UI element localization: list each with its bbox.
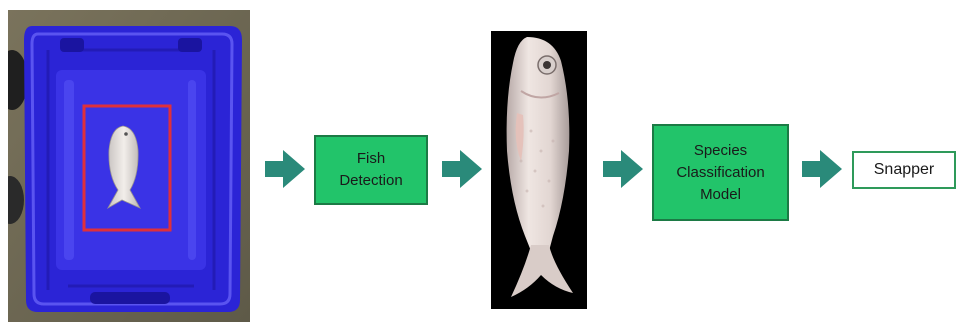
fish-detection-label-line1: Fish [339,148,402,170]
input-photo-crate [8,10,250,322]
classification-label-line1: Species [676,140,764,162]
classification-label-line2: Classification [676,162,764,184]
cropped-fish-photo [491,31,587,309]
output-label-snapper: Snapper [874,161,935,179]
classification-label-line3: Model [676,184,764,206]
crate-image [8,10,250,322]
arrow-right-icon [265,150,305,188]
arrow-right-icon [802,150,842,188]
fish-detection-label-line2: Detection [339,170,402,192]
species-classification-model-box: Species Classification Model [652,124,789,221]
output-label-box: Snapper [852,151,956,189]
fish-image [491,31,587,309]
arrow-right-icon [442,150,482,188]
fish-detection-box: Fish Detection [314,135,428,205]
arrow-right-icon [603,150,643,188]
